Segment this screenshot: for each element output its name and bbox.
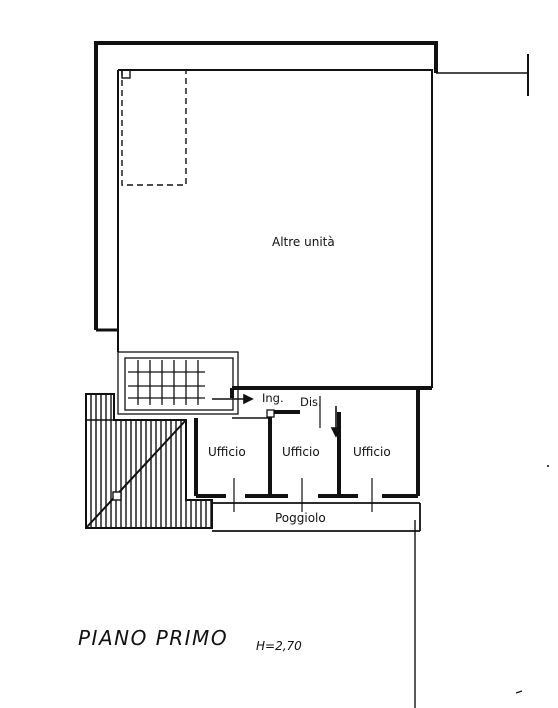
margin-dot (547, 465, 549, 467)
margin-tick (515, 690, 523, 694)
staircase (117, 351, 239, 415)
floor-title: PIANO PRIMO (78, 626, 228, 650)
room-label-ufficio-3: Ufficio (353, 445, 391, 459)
room-label-disimpegno: Dis. (300, 395, 322, 409)
room-label-ufficio-2: Ufficio (282, 445, 320, 459)
room-label-poggiolo: Poggiolo (275, 511, 326, 525)
entry-arrow (212, 393, 254, 405)
disimpegno-arrow (330, 406, 342, 438)
hatched-roof (85, 393, 213, 529)
balcony (212, 502, 421, 532)
office-walls (194, 386, 432, 512)
floor-height: H=2,70 (256, 639, 302, 653)
room-label-ufficio-1: Ufficio (208, 445, 246, 459)
room-label-altre-unita: Altre unità (272, 235, 335, 249)
room-label-ingresso: Ing. (262, 391, 284, 405)
building-outline (94, 41, 529, 388)
